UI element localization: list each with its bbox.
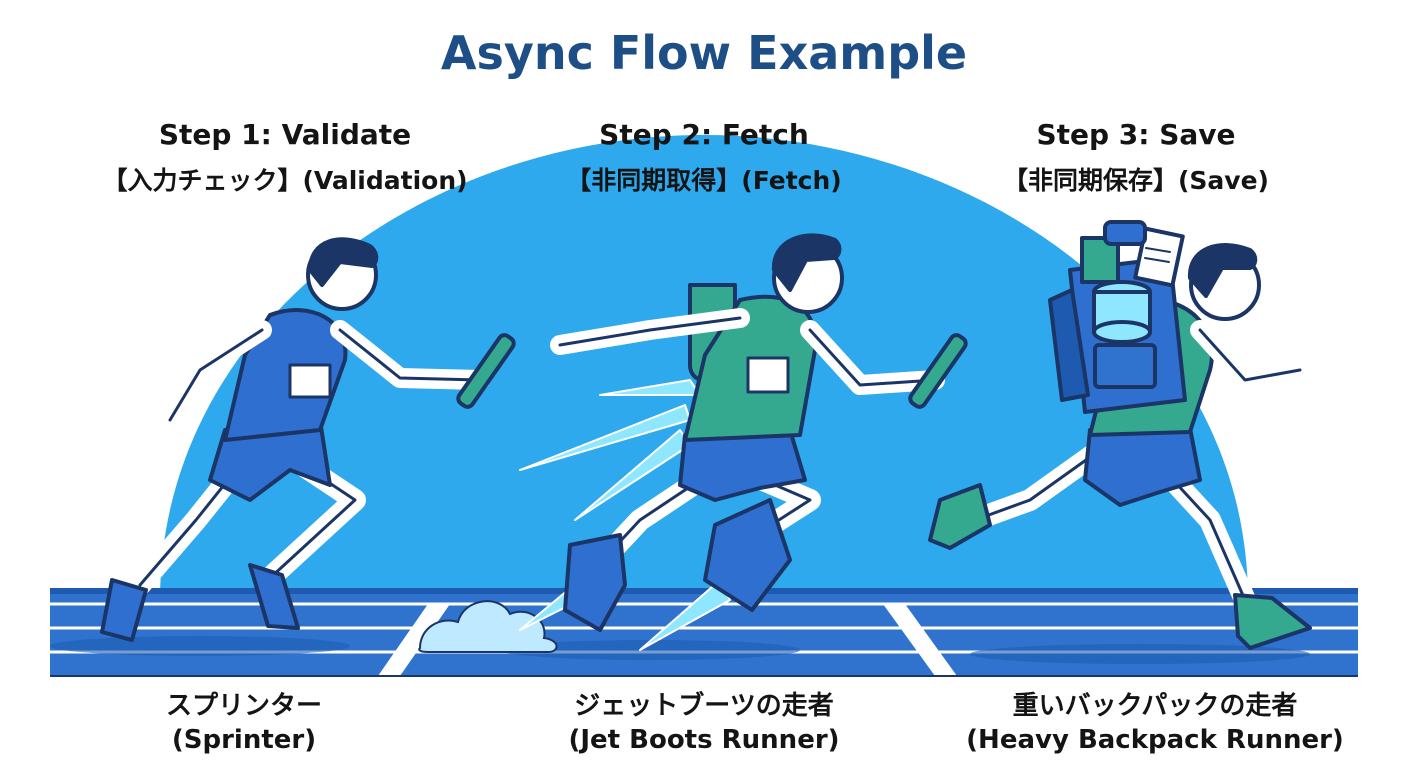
runner-3-name-en: (Heavy Backpack Runner) <box>925 724 1385 756</box>
step-1-header: Step 1: Validate 【入力チェック】(Validation) <box>55 118 515 198</box>
step-2-subtitle: 【非同期取得】(Fetch) <box>474 164 934 198</box>
step-2-title: Step 2: Fetch <box>474 118 934 152</box>
page-title: Async Flow Example <box>0 26 1408 80</box>
step-3-header: Step 3: Save 【非同期保存】(Save) <box>906 118 1366 198</box>
runner-2-name-en: (Jet Boots Runner) <box>474 724 934 756</box>
step-3-title: Step 3: Save <box>906 118 1366 152</box>
runner-1-name: スプリンター <box>14 690 474 722</box>
step-1-subtitle: 【入力チェック】(Validation) <box>55 164 515 198</box>
runner-3-label: 重いバックパックの走者 (Heavy Backpack Runner) <box>925 690 1385 756</box>
runner-1-name-en: (Sprinter) <box>14 724 474 756</box>
step-1-title: Step 1: Validate <box>55 118 515 152</box>
runner-2-name: ジェットブーツの走者 <box>474 690 934 722</box>
step-3-subtitle: 【非同期保存】(Save) <box>906 164 1366 198</box>
runner-1-label: スプリンター (Sprinter) <box>14 690 474 756</box>
database-icon <box>1094 282 1150 342</box>
runner-3-name: 重いバックパックの走者 <box>925 690 1385 722</box>
runner-2-label: ジェットブーツの走者 (Jet Boots Runner) <box>474 690 934 756</box>
step-2-header: Step 2: Fetch 【非同期取得】(Fetch) <box>474 118 934 198</box>
